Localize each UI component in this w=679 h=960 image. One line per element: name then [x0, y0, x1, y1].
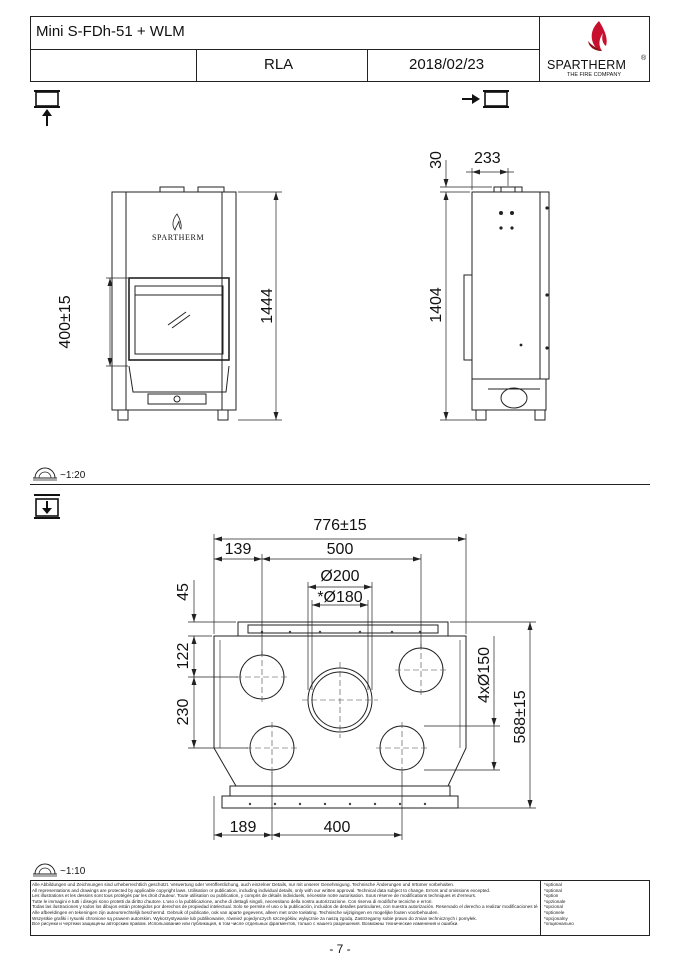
door-logo-text: SPARTHERM	[152, 233, 205, 242]
legal-line: Wszystkie grafiki i rysunki chronione są…	[32, 915, 477, 921]
scale-lower: ~1:10	[60, 866, 86, 877]
legal-line: Todas las ilustraciones y todos los dibu…	[32, 904, 538, 910]
legal-line: Alle Abbildungen und Zeichnungen sind ur…	[32, 882, 455, 887]
front-view-drawing	[106, 186, 282, 421]
page-number: - 7 -	[329, 942, 351, 956]
dim-top-margin: 45	[175, 583, 192, 601]
title-block-divider-v2	[367, 49, 368, 82]
dim-span: 500	[326, 541, 354, 558]
dim-lower-row: 230	[175, 698, 192, 726]
scale-icon-lower	[33, 863, 57, 877]
legal-line: Les illustrations et les dessins sont to…	[32, 893, 477, 899]
optional-line: *opcional	[544, 904, 563, 910]
dim-main-flue-optional: *Ø180	[317, 589, 363, 606]
front-view-icon	[34, 90, 60, 126]
optional-line: *optionele	[544, 909, 565, 915]
drawn-by: RLA	[264, 56, 294, 73]
model-name: Mini S-FDh-51 + WLM	[36, 23, 185, 40]
top-view-icon	[34, 494, 60, 519]
optional-line: *opcjonalny	[544, 915, 568, 921]
dim-main-flue: Ø200	[320, 568, 360, 585]
side-view-icon	[462, 90, 509, 108]
legal-notice: Alle Abbildungen und Zeichnungen sind ur…	[32, 882, 538, 934]
dim-bottom-left: 189	[229, 819, 257, 836]
spartherm-flame-logo	[588, 21, 607, 51]
legal-box-divider	[540, 880, 541, 936]
side-view-drawing	[440, 160, 550, 421]
dim-depth-total: 588±15	[512, 690, 529, 744]
dim-flue-offset: 233	[474, 150, 501, 167]
legal-line: Tutte le immagini e tutti i disegni sono…	[32, 898, 433, 904]
title-block-divider-h	[30, 49, 540, 50]
dim-upper-row: 122	[175, 642, 192, 670]
brand-name: SPARTHERM	[547, 58, 627, 72]
scale-upper: ~1:20	[60, 470, 86, 481]
dim-side-outlets: 4xØ150	[476, 646, 493, 704]
brand-tagline: THE FIRE COMPANY	[567, 72, 621, 78]
title-block-divider-v3	[539, 16, 540, 82]
drawing-date: 2018/02/23	[409, 56, 485, 73]
optional-line: *опциональнo	[544, 921, 574, 927]
registered-mark: ®	[641, 55, 647, 62]
section-separator	[30, 484, 650, 485]
legal-box	[30, 880, 650, 936]
legal-line: Все рисунки и чертежи защищены авторским…	[32, 921, 459, 927]
legal-line: All representations and drawings are pro…	[32, 887, 491, 893]
legal-line: Alle afbeeldingen en tekeningen zijn aut…	[32, 909, 439, 915]
optional-line: *optional	[544, 887, 562, 893]
optional-line: *option	[544, 893, 559, 899]
dim-width-total: 776±15	[313, 517, 367, 534]
dim-left-offset: 139	[224, 541, 252, 558]
scale-icon-upper	[33, 467, 57, 481]
optional-notes: *optional *optional *option *opzionale *…	[544, 882, 648, 927]
top-view-drawing	[188, 534, 536, 840]
optional-line: *optional	[544, 882, 562, 887]
dim-bottom-span: 400	[323, 819, 351, 836]
title-block-divider-v1	[196, 49, 197, 82]
optional-line: *opzionale	[544, 898, 566, 904]
